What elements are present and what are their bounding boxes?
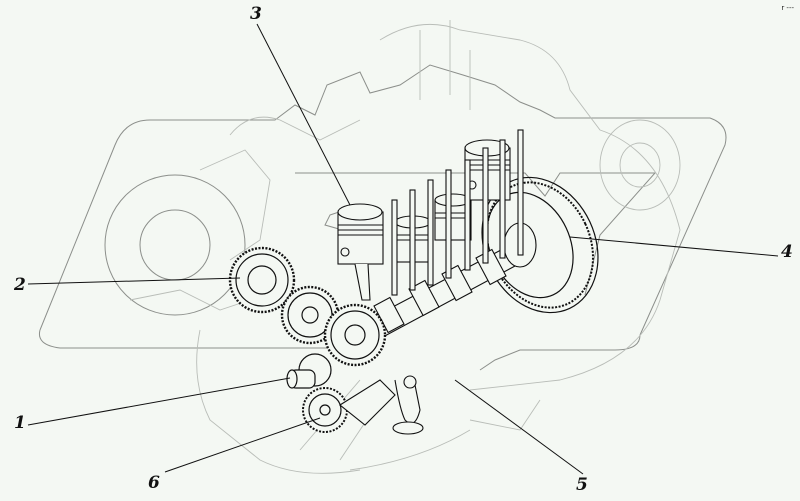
leader-line-2	[27, 277, 241, 285]
watermark-outline	[38, 64, 727, 371]
idler-gear	[280, 285, 340, 345]
leader-line-5	[454, 379, 584, 475]
callout-label-6: 6	[148, 473, 160, 493]
piston-1	[337, 203, 384, 301]
callout-label-4: 4	[781, 242, 793, 262]
leader-line-3	[256, 23, 351, 206]
leader-line-1	[27, 377, 291, 426]
leader-lines	[27, 23, 779, 475]
oil-pump-pickup	[339, 375, 424, 435]
callout-label-5: 5	[576, 475, 588, 495]
callout-label-1: 1	[14, 413, 26, 433]
callout-label-2: 2	[14, 275, 26, 295]
callout-label-3: 3	[250, 4, 262, 24]
leader-line-6	[164, 417, 321, 473]
leader-line-4	[569, 236, 779, 257]
crankshaft-nose-1	[286, 353, 332, 389]
push-rods	[391, 129, 524, 296]
engine-block-ghost	[129, 20, 681, 474]
oil-pump-gear-6	[302, 387, 348, 433]
crank-gear	[323, 303, 387, 367]
corner-mark: r ---	[781, 4, 794, 12]
gear-2-camshaft	[228, 246, 296, 314]
gear-train	[228, 246, 387, 433]
